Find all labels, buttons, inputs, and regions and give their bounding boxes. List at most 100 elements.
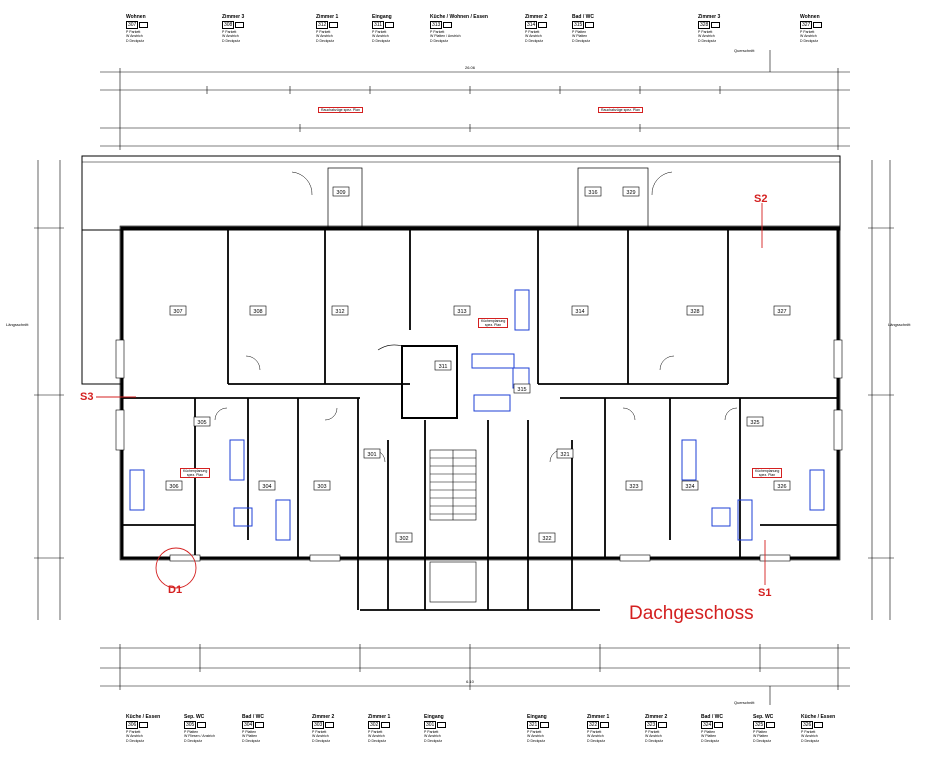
room-tag-box: [169, 305, 187, 316]
legend-room-number: 307: [126, 21, 139, 29]
legend-room-name: Zimmer 2: [645, 714, 668, 720]
room-tag-box: [395, 532, 413, 543]
room-tag: 304: [258, 480, 276, 491]
legend-finish-row: P Parkett: [372, 30, 387, 34]
legend-room-number: 308: [222, 21, 235, 29]
legend-finish-row: D Deckputz: [527, 738, 546, 743]
room-number: 303: [317, 484, 326, 490]
room-tag-box: [332, 186, 350, 197]
legend-finish-row: D Deckputz: [572, 38, 591, 43]
room-tag-box: [556, 448, 574, 459]
room-tag-box: [773, 305, 791, 316]
room-tag-box: [571, 305, 589, 316]
legend-finish-row: P Parkett: [316, 30, 331, 34]
bottom-dimension-lines: [100, 644, 850, 705]
legend-area-box: [540, 722, 550, 728]
room-tag: 303: [313, 480, 331, 491]
legend-room-number: 302: [368, 721, 381, 729]
legend-finish-row: W Anstrich: [645, 734, 662, 739]
legend-room-number: 321: [527, 721, 540, 729]
room-number: 327: [777, 309, 786, 315]
room-tag-box: [363, 448, 381, 459]
legend-finish-row: W Anstrich: [372, 34, 389, 39]
room-tag: 311: [434, 360, 452, 371]
legend-area-box: [329, 22, 339, 28]
room-number: 316: [588, 190, 597, 196]
side-dimension-lines: [34, 160, 894, 620]
legend-finish-row: P Parkett: [430, 30, 445, 34]
legend-finish-row: P Parkett: [527, 730, 542, 734]
room-number: 309: [336, 190, 345, 196]
interior-walls: [122, 230, 838, 611]
room-number: 308: [253, 309, 262, 315]
legend-finish-row: D Deckputz: [242, 738, 261, 743]
legend-room-name: Wohnen: [800, 14, 820, 20]
legend-room-name: Zimmer 1: [587, 714, 610, 720]
room-tag: 316: [584, 186, 602, 197]
room-tag: 314: [571, 305, 589, 316]
room-tag-box: [622, 186, 640, 197]
legend-room-number: 301: [424, 721, 437, 729]
room-tag: 313: [453, 305, 471, 316]
side-label-top: Querschnitt: [734, 48, 755, 53]
legend-area-box: [814, 722, 824, 728]
legend-finish-row: P Parkett: [800, 30, 815, 34]
room-number: 323: [629, 484, 638, 490]
room-tag-box: [453, 305, 471, 316]
legend-area-box: [585, 22, 595, 28]
room-tag-box: [434, 360, 452, 371]
room-tag: 323: [625, 480, 643, 491]
legend-room-name: Sep. WC: [753, 714, 774, 720]
legend-area-box: [443, 22, 453, 28]
room-tag-box: [513, 383, 531, 394]
room-tag-box: [681, 480, 699, 491]
legend-room-number: 324: [701, 721, 714, 729]
legend-finish-row: D Deckputz: [424, 738, 443, 743]
legend-finish-row: P Parkett: [525, 30, 540, 34]
room-number: 305: [197, 420, 206, 426]
room-tag-box: [193, 416, 211, 427]
room-number: 321: [560, 452, 569, 458]
legend-finish-row: W Anstrich: [316, 34, 333, 39]
legend-area-box: [381, 722, 391, 728]
note-rauchabzug-2: Rauchabzüge spez. Plan: [598, 107, 643, 113]
legend-finish-row: P Platten: [184, 730, 199, 734]
legend-finish-row: W Anstrich: [222, 34, 239, 39]
room-tag: 327: [773, 305, 791, 316]
legend-area-box: [714, 722, 724, 728]
legend-room-number: 323: [645, 721, 658, 729]
section-mark-s3: S3: [80, 391, 94, 403]
room-number: 302: [399, 536, 408, 542]
legend-room-number: 325: [753, 721, 766, 729]
note-kueche-left: Küchenplanung spez. Plan: [180, 468, 210, 478]
legend-finish-row: P Platten: [753, 730, 768, 734]
room-tag: 326: [773, 480, 791, 491]
legend-finish-row: P Parkett: [645, 730, 660, 734]
room-number: 306: [169, 484, 178, 490]
legend-room-number: 305: [184, 721, 197, 729]
legend-room-name: Bad / WC: [242, 714, 264, 720]
room-tag: 328: [686, 305, 704, 316]
legend-finish-row: P Parkett: [801, 730, 816, 734]
legend-finish-row: D Deckputz: [701, 738, 720, 743]
legend-finish-row: W Anstrich: [587, 734, 604, 739]
legend-finish-row: P Parkett: [312, 730, 327, 734]
legend-finish-row: P Parkett: [587, 730, 602, 734]
room-tag: 309: [332, 186, 350, 197]
